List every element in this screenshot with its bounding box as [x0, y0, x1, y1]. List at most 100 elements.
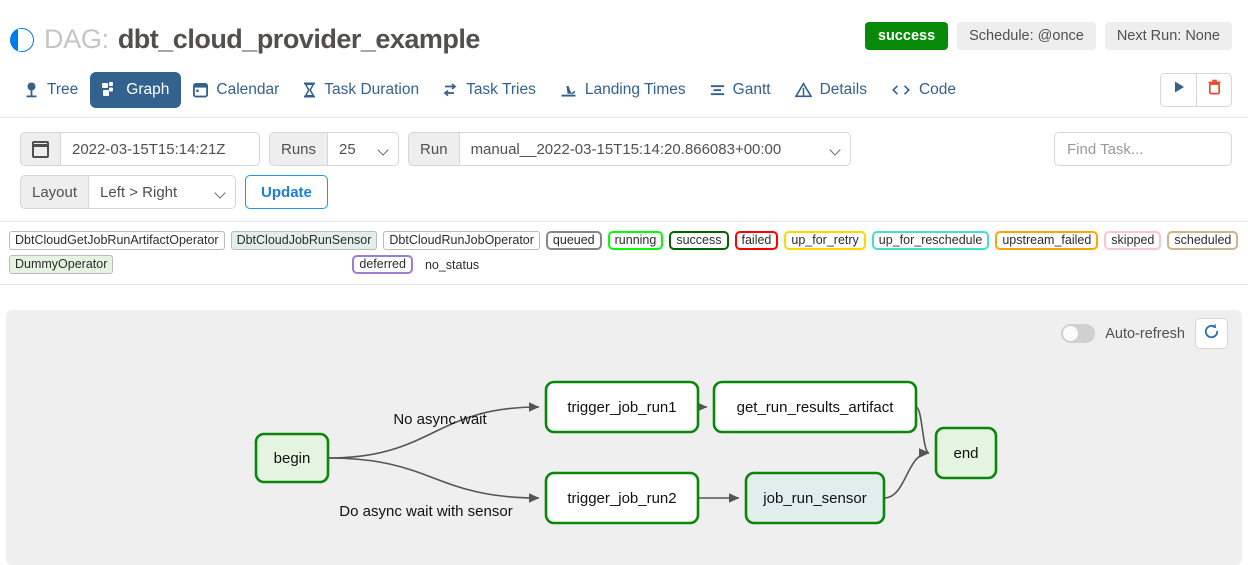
graph-node-begin[interactable]: begin — [254, 432, 330, 484]
graph-edge-label: Do async wait with sensor — [339, 503, 512, 520]
filter-row-1: 2022-03-15T15:14:21Z Runs 25 Run manual_… — [20, 132, 1232, 166]
delete-dag-button[interactable] — [1196, 72, 1232, 107]
trash-icon — [1207, 79, 1222, 100]
find-task-input[interactable]: Find Task... — [1054, 132, 1232, 166]
legend-status-chip: skipped — [1104, 231, 1162, 250]
graph-edges — [327, 402, 930, 503]
legend-operator-chip: DbtCloudRunJobOperator — [383, 231, 540, 250]
refresh-button[interactable] — [1195, 318, 1228, 349]
calendar-addon[interactable] — [20, 132, 60, 166]
node-box[interactable] — [544, 471, 700, 525]
graph-edge-job_run_sensor-to-end — [883, 448, 930, 499]
legend-status-chip: up_for_reschedule — [871, 231, 990, 250]
tab-gantt[interactable]: Gantt — [698, 72, 783, 108]
runs-label: Runs — [269, 132, 328, 166]
play-icon — [1172, 80, 1186, 99]
legend-status-chip: deferred — [352, 255, 413, 274]
runs-select[interactable]: 25 — [327, 132, 400, 166]
legend-row-2: DummyOperator deferred no_status — [6, 254, 1234, 275]
update-button[interactable]: Update — [245, 175, 328, 209]
graph-node-end[interactable]: end — [934, 426, 998, 480]
tab-details[interactable]: Details — [783, 72, 879, 108]
view-tabs: Tree Graph Calendar Task Duration Task T — [0, 62, 1248, 118]
legend-operator-chip: DbtCloudJobRunSensor — [230, 231, 378, 250]
legend-no-status-label: no_status — [424, 257, 480, 272]
hourglass-icon — [303, 82, 316, 98]
layout-label: Layout — [20, 175, 89, 209]
tab-label: Calendar — [216, 80, 280, 98]
execution-date-input[interactable]: 2022-03-15T15:14:21Z — [60, 132, 260, 166]
graph-toolbar: Auto-refresh — [1061, 318, 1228, 349]
retry-icon — [443, 82, 458, 98]
runs-group: Runs 25 — [269, 132, 400, 166]
graph-canvas[interactable]: Auto-refresh begin trigger_job_run1 get_ru… — [6, 310, 1242, 565]
node-label: trigger_job_run2 — [567, 490, 676, 507]
legend-status-chip: running — [607, 231, 664, 250]
run-select[interactable]: manual__2022-03-15T15:14:20.866083+00:00 — [458, 132, 851, 166]
legend-bar: DbtCloudGetJobRunArtifactOperator DbtClo… — [0, 222, 1248, 285]
tab-task-tries[interactable]: Task Tries — [431, 72, 548, 108]
page-header: DAG: dbt_cloud_provider_example success … — [0, 0, 1248, 62]
node-box[interactable] — [544, 380, 700, 434]
graph-edge-labels: No async wait Do async wait with sensor — [339, 411, 512, 520]
graph-node-get_run_results_artifact[interactable]: get_run_results_artifact — [712, 380, 918, 434]
landing-icon — [560, 82, 577, 98]
layout-select[interactable]: Left > Right — [88, 175, 237, 209]
graph-edge-label: No async wait — [393, 411, 487, 428]
tab-label: Tree — [47, 80, 79, 98]
node-box[interactable] — [254, 432, 330, 484]
graph-nodes: begin trigger_job_run1 get_run_results_art… — [254, 380, 998, 525]
legend-status-chip: success — [669, 231, 729, 250]
tab-code[interactable]: Code — [879, 72, 968, 108]
header-badges: success Schedule: @once Next Run: None — [864, 22, 1232, 50]
tab-label: Graph — [126, 80, 170, 98]
tab-tree[interactable]: Tree — [12, 72, 90, 108]
legend-operator-chip: DummyOperator — [9, 255, 114, 274]
node-label: end — [953, 445, 978, 462]
node-box[interactable] — [744, 471, 886, 525]
dag-pause-toggle-icon[interactable] — [10, 28, 34, 52]
graph-edge-begin-to-trigger_job_run1 — [327, 402, 540, 459]
node-label: job_run_sensor — [762, 490, 866, 507]
legend-row-1: DbtCloudGetJobRunArtifactOperator DbtClo… — [6, 230, 1239, 251]
legend-status-chip: up_for_retry — [784, 231, 866, 250]
filter-row-2: Layout Left > Right Update — [20, 175, 1232, 209]
graph-node-trigger_job_run1[interactable]: trigger_job_run1 — [544, 380, 700, 434]
tab-label: Task Tries — [466, 80, 536, 98]
graph-edge-begin-to-trigger_job_run2 — [327, 457, 540, 503]
refresh-icon — [1203, 323, 1220, 345]
legend-status-chip: scheduled — [1167, 231, 1239, 250]
run-group: Run manual__2022-03-15T15:14:20.866083+0… — [408, 132, 851, 166]
next-run-badge: Next Run: None — [1104, 22, 1232, 50]
run-label: Run — [408, 132, 459, 166]
legend-status-chip: failed — [734, 231, 779, 250]
calendar-icon — [193, 82, 209, 98]
dag-graph-svg[interactable]: begin trigger_job_run1 get_run_results_art… — [6, 310, 1242, 565]
graph-node-trigger_job_run2[interactable]: trigger_job_run2 — [544, 471, 700, 525]
legend-status-chip: queued — [545, 231, 602, 250]
auto-refresh-toggle[interactable] — [1061, 324, 1096, 343]
dag-actions — [1160, 72, 1232, 107]
tab-task-duration[interactable]: Task Duration — [291, 72, 431, 108]
tab-landing-times[interactable]: Landing Times — [548, 72, 698, 108]
tab-label: Details — [819, 80, 867, 98]
node-box[interactable] — [934, 426, 998, 480]
triangle-info-icon — [794, 81, 812, 98]
execution-date-group: 2022-03-15T15:14:21Z — [20, 132, 260, 166]
tab-graph[interactable]: Graph — [90, 71, 182, 108]
trigger-dag-button[interactable] — [1160, 72, 1196, 107]
layout-group: Layout Left > Right — [20, 175, 237, 209]
graph-node-job_run_sensor[interactable]: job_run_sensor — [744, 471, 886, 525]
node-label: get_run_results_artifact — [737, 399, 895, 416]
schedule-badge[interactable]: Schedule: @once — [957, 22, 1096, 50]
node-box[interactable] — [712, 380, 918, 434]
calendar-icon — [32, 140, 49, 158]
code-icon — [891, 82, 911, 98]
dag-run-filters: 2022-03-15T15:14:21Z Runs 25 Run manual_… — [0, 118, 1248, 222]
tree-icon — [24, 82, 39, 98]
tab-label: Code — [918, 80, 957, 98]
tab-label: Landing Times — [584, 80, 686, 98]
legend-status-chip: upstream_failed — [995, 231, 1099, 250]
tab-calendar[interactable]: Calendar — [181, 72, 291, 108]
